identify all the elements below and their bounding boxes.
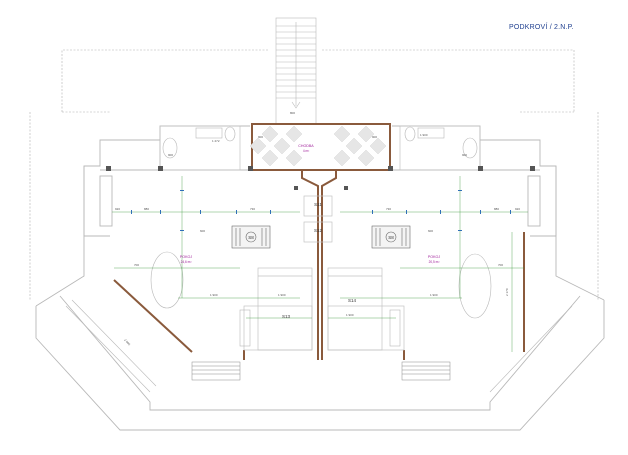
dim-corridor-1: 900 <box>258 135 263 139</box>
roof-outline <box>29 49 599 300</box>
tag-s8-right: S8 <box>388 235 394 240</box>
dim-low-left-2: 1 900 <box>278 293 286 297</box>
furniture-right <box>371 225 411 249</box>
dim-mid-right-3: 920 <box>515 207 520 211</box>
dim-low-right-2: 1 900 <box>430 293 438 297</box>
dim-mid-left: 920 <box>115 207 120 211</box>
tag-s14: S14 <box>348 298 357 303</box>
dim-bed-2: 700 <box>498 263 503 267</box>
tag-s12: S12 <box>314 228 323 233</box>
dim-low-right: 1 900 <box>346 313 354 317</box>
dimension-lines <box>112 176 528 352</box>
interior-walls <box>113 170 525 360</box>
dim-top-right-1: 1 900 <box>420 133 428 137</box>
roof-strips <box>65 299 573 393</box>
structural-posts <box>106 166 535 190</box>
room-area-chodba: 4 m² <box>303 149 309 153</box>
furniture-left <box>231 225 271 249</box>
bathroom-fixtures <box>150 126 492 347</box>
dim-top-left-2: 900 <box>168 153 173 157</box>
room-name-chodba: CHODBA <box>298 144 314 148</box>
dim-top-right-2: 900 <box>462 153 467 157</box>
dim-corridor-2: 900 <box>372 135 377 139</box>
tag-s11: S11 <box>314 202 322 207</box>
dim-stair: 800 <box>290 111 295 115</box>
dim-small-1: 600 <box>200 229 205 233</box>
dim-diagonal: 2 000 <box>123 338 131 347</box>
tag-s13: S13 <box>282 314 291 319</box>
dim-top-left-1: 1 272 <box>212 139 220 143</box>
dim-low-left: 1 900 <box>210 293 218 297</box>
dim-mid-left-2: 880 <box>144 207 149 211</box>
sheet-title: PODKROVÍ / 2.N.P. <box>509 24 574 31</box>
window-sills <box>191 361 451 381</box>
corridor-chodba: CHODBA 4 m² <box>249 123 391 171</box>
dimension-ticks <box>131 190 511 231</box>
dim-small-2: 600 <box>428 229 433 233</box>
dim-mid-right-2: 880 <box>494 207 499 211</box>
dim-bed-1: 700 <box>134 263 139 267</box>
dim-side-right: 2 170 <box>505 288 509 296</box>
room-name-right: POKOJ <box>428 255 440 259</box>
room-area-left: 24,6 m² <box>181 260 192 264</box>
building-outline <box>35 125 605 431</box>
room-name-left: POKOJ <box>180 255 192 259</box>
partitions <box>159 125 481 351</box>
room-area-right: 20,5 m² <box>429 260 440 264</box>
staircase <box>275 17 317 125</box>
tag-s8-left: S8 <box>248 235 254 240</box>
dim-mid-left-3: 730 <box>250 207 255 211</box>
dim-mid-right: 730 <box>386 207 391 211</box>
